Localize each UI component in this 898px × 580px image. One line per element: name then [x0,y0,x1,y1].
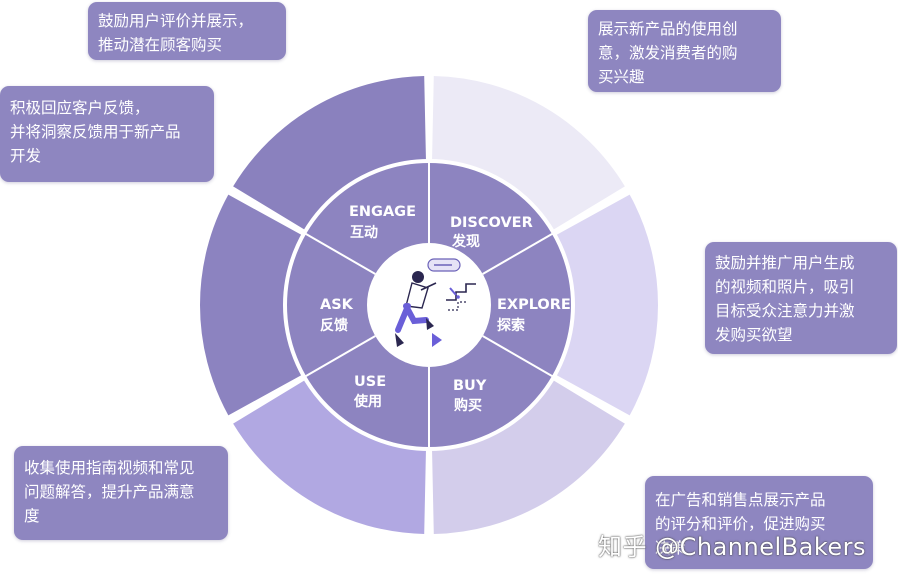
stage-explore-zh: 探索 [497,317,525,334]
callout-line: 开发 [10,147,42,165]
person-climbing-steps-icon [395,258,476,347]
callout-buy-ratings: 在广告和销售点展示产品 的评分和评价，促进购买 决策 [645,476,873,569]
callout-discover-ideas: 展示新产品的使用创 意，激发消费者的购 买兴趣 [588,10,781,92]
callout-line: 鼓励并推广用户生成 [715,254,855,272]
callout-line: 目标受众注意力并激 [715,302,855,320]
outer-segment-ask [200,194,302,416]
inner-divider-line [304,232,376,275]
stage-explore-en: EXPLORE [497,297,571,313]
outer-segment-discover [432,76,625,230]
callout-line: 鼓励用户评价并展示， [98,12,254,30]
outer-segment-explore [556,194,658,416]
callout-line: 的评分和评价，促进购买 [655,515,826,533]
stage-use-en: USE [354,374,386,390]
callout-line: 并将洞察反馈用于新产品 [10,123,181,141]
stage-buy-zh: 购买 [454,397,482,414]
inner-divider-line [482,335,554,378]
stage-engage-en: ENGAGE [349,204,416,220]
stage-discover-zh: 发现 [451,233,480,250]
callout-ask-feedback: 积极回应客户反馈， 并将洞察反馈用于新产品 开发 [0,86,214,182]
stage-ask-zh: 反馈 [320,317,348,334]
center-circle [367,243,491,367]
outer-segment-engage [233,76,426,230]
stage-engage-zh: 互动 [350,224,378,241]
inner-divider-line [482,232,554,275]
stage-ask-en: ASK [320,297,354,313]
callout-use-guides: 收集使用指南视频和常见 问题解答，提升产品满意 度 [14,446,228,540]
inner-divider-line [304,335,376,378]
stage-labels: ENGAGE 互动 DISCOVER 发现 EXPLORE 探索 BUY 购买 … [320,204,571,414]
callout-line: 发购买欲望 [715,326,793,344]
callout-line: 买兴趣 [598,68,645,86]
callout-explore-ugc: 鼓励并推广用户生成 的视频和照片，吸引 目标受众注意力并激 发购买欲望 [705,242,897,354]
callout-line: 推动潜在顾客购买 [98,36,223,54]
callout-line: 展示新产品的使用创 [598,20,738,38]
callout-line: 度 [24,507,40,525]
stage-discover-en: DISCOVER [450,215,533,231]
callout-line: 积极回应客户反馈， [10,99,150,117]
watermark: 知乎 @ChannelBakers [598,533,867,561]
callout-engage-review: 鼓励用户评价并展示， 推动潜在顾客购买 [88,2,286,60]
stage-use-zh: 使用 [353,393,382,410]
outer-segment-use [233,380,426,534]
callout-line: 的视频和照片，吸引 [715,278,855,296]
outer-segment-buy [432,380,625,534]
callout-line: 收集使用指南视频和常见 [24,459,195,477]
callout-line: 在广告和销售点展示产品 [655,491,826,509]
callout-line: 问题解答，提升产品满意 [24,483,195,501]
callout-line: 意，激发消费者的购 [598,44,738,62]
inner-ring-dividers [304,162,554,448]
stage-buy-en: BUY [453,378,487,394]
outer-ring [200,76,658,534]
callout-line: 决策 [655,539,687,557]
